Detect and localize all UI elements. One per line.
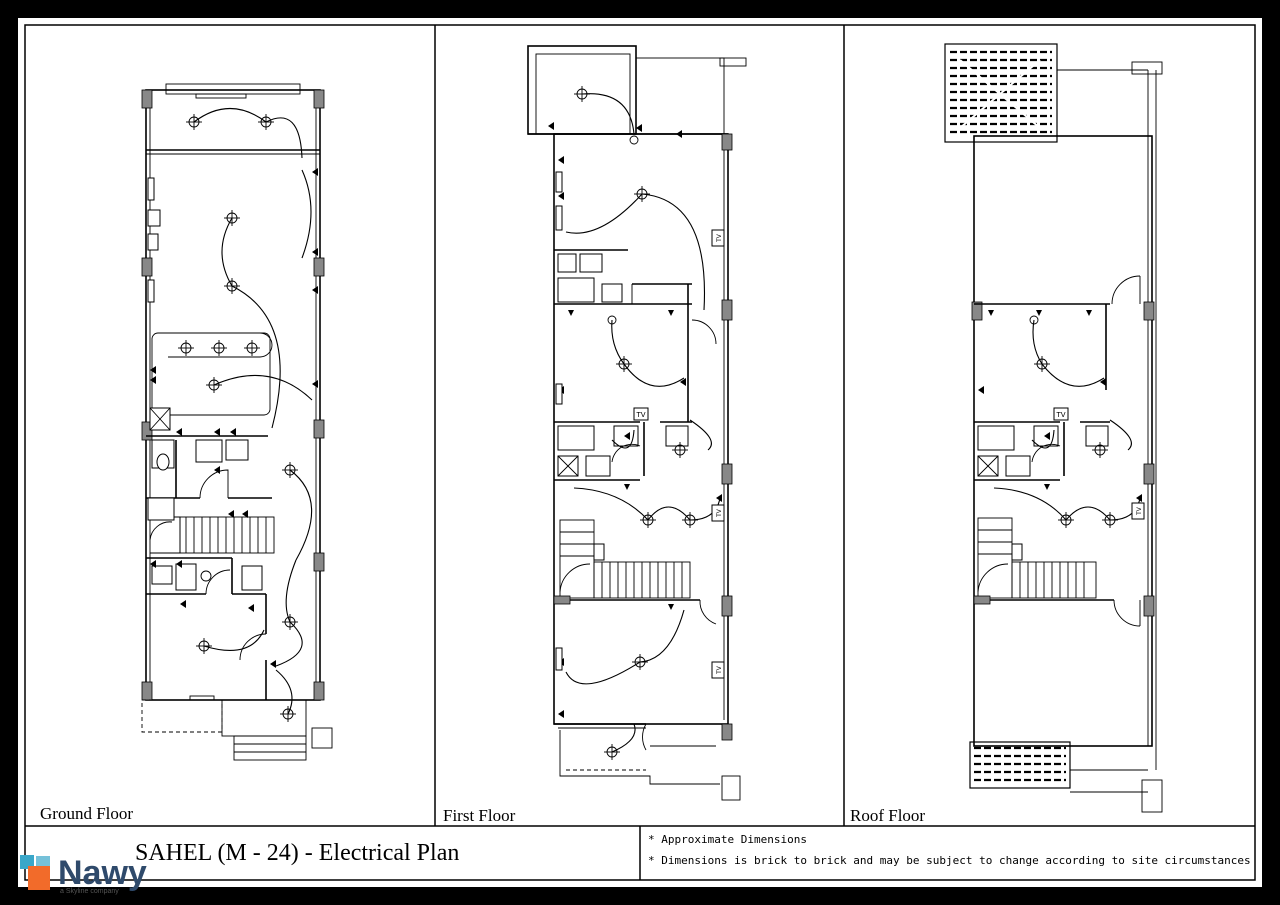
roof-pergola-top (944, 43, 1058, 143)
logo-tagline: a Skyline company (60, 888, 119, 895)
tv-outlet-label: TV (716, 508, 723, 518)
nawy-logo: Nawy a Skyline company (20, 854, 147, 895)
ground-floor-label: Ground Floor (40, 804, 133, 823)
ground-floor-plan (141, 83, 333, 761)
note-dimensions: * Dimensions is brick to brick and may b… (648, 854, 1251, 867)
tv-outlet: TV (1131, 502, 1145, 520)
tv-outlet: TV (711, 661, 725, 679)
tv-outlet: TV (711, 229, 725, 247)
first-floor-label: First Floor (443, 806, 516, 825)
roof-pergola-bottom (969, 741, 1071, 789)
first-floor-plan: TV TV TV TV (527, 45, 747, 801)
logo-mark-blue (20, 855, 34, 869)
tv-outlet-label: TV (635, 411, 645, 419)
logo-mark-orange (28, 866, 50, 890)
tv-outlet-label: TV (716, 233, 723, 243)
roof-floor-plan: TV TV (944, 43, 1163, 813)
roof-floor-label: Roof Floor (850, 806, 925, 825)
tv-outlet-label: TV (716, 665, 723, 675)
tv-outlet-label: TV (1136, 506, 1143, 516)
sheet-title: SAHEL (M - 24) - Electrical Plan (135, 840, 459, 866)
tv-outlet-label: TV (1055, 411, 1065, 419)
logo-wordmark: Nawy (58, 854, 147, 892)
tv-outlet: TV (1053, 407, 1069, 421)
tv-outlet: TV (711, 504, 725, 522)
tv-outlet: TV (633, 407, 649, 421)
note-approximate: * Approximate Dimensions (648, 833, 807, 846)
